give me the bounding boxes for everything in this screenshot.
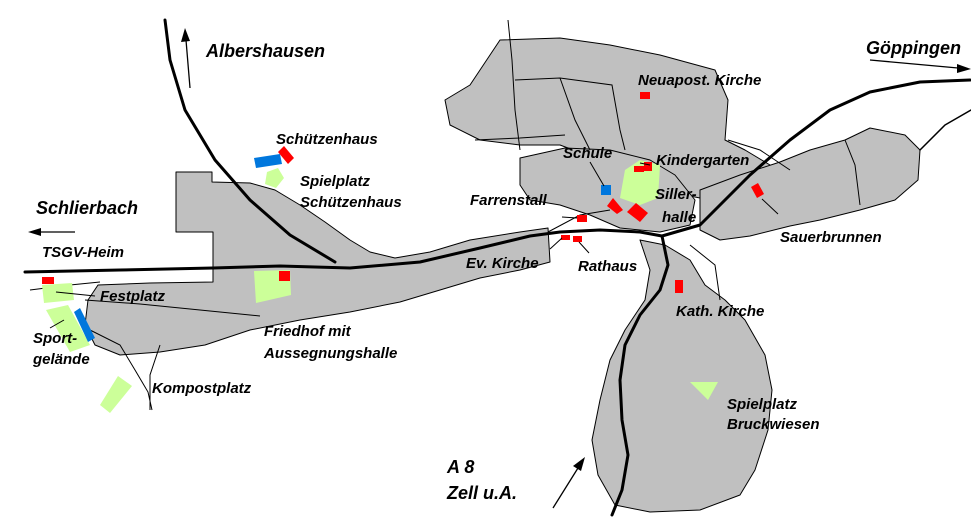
arrow-goeppingen [869,59,959,69]
sauerbrunnen-building [751,183,764,198]
sportgelaende-blue-marker [74,308,95,342]
label-kompostplatz: Kompostplatz [152,380,252,397]
main-roads [23,18,971,517]
buildings [42,92,764,293]
label-rathaus: Rathaus [578,258,637,275]
road-to-goeppingen [660,78,971,238]
label-ev-kirche: Ev. Kirche [466,255,539,272]
direction-labels: Albershausen Göppingen Schlierbach A 8 Z… [36,38,961,503]
special-markers [74,154,611,342]
label-spielplatz-schuetzenhaus-1: Spielplatz [300,173,371,190]
label-tsgv-heim: TSGV-Heim [42,244,124,261]
settlement-areas [84,37,921,513]
schule-blue-marker [601,185,611,195]
label-albershausen: Albershausen [205,41,325,61]
settlement-south [591,239,773,513]
label-spielplatz-bruckwiesen-2: Bruckwiesen [727,416,820,433]
label-friedhof-2: Aussegnungshalle [263,345,397,362]
label-kindergarten: Kindergarten [656,152,749,169]
ev-kirche-building [561,235,570,240]
label-festplatz: Festplatz [100,288,166,305]
place-labels: Schützenhaus Spielplatz Schützenhaus TSG… [32,72,882,433]
direction-arrows [28,28,971,509]
spielplatz-bruckwiesen-area [690,382,718,400]
label-schuetzenhaus: Schützenhaus [276,131,378,148]
label-a8: A 8 [446,457,474,477]
label-friedhof-1: Friedhof mit [264,323,352,340]
tsgv-building [42,277,54,284]
schuetzenhaus-blue-marker [254,154,282,168]
schuetzenhaus-building [278,146,294,164]
arrow-albershausen [185,39,191,89]
kath-kirche-building [675,280,683,293]
label-neuapost-kirche: Neuapost. Kirche [638,72,761,89]
label-kath-kirche: Kath. Kirche [676,303,764,320]
farrenstall-building [577,215,587,222]
sillerhalle-building [627,203,648,222]
sportgelaende-area [46,305,90,352]
label-goeppingen: Göppingen [866,38,961,58]
green-areas [42,160,718,413]
festplatz-area [42,283,74,303]
neuapost-kirche-building [640,92,650,99]
road-to-a8 [610,234,670,517]
label-schlierbach: Schlierbach [36,198,138,218]
label-spielplatz-schuetzenhaus-2: Schützenhaus [300,194,402,211]
spielplatz-schuetzenhaus-area [265,168,284,188]
label-sauerbrunnen: Sauerbrunnen [780,229,882,246]
label-spielplatz-bruckwiesen-1: Spielplatz [727,396,798,413]
road-to-albershausen [163,18,337,264]
friedhof-building [279,271,290,281]
settlement-east [699,127,921,241]
label-schule: Schule [563,145,612,162]
road-west-east [23,228,664,274]
rathaus-building [573,236,582,242]
label-sport-2: gelände [32,351,90,368]
kindergarten-building-1 [634,166,644,172]
arrow-a8 [552,467,579,509]
settlement-west [84,171,551,356]
label-sillerhalle-1: Siller- [655,186,697,203]
leader-lines [49,161,779,329]
kindergarten-building-2 [644,162,652,171]
label-zell: Zell u.A. [446,483,517,503]
label-farrenstall: Farrenstall [470,192,548,209]
sillerhalle-green-area [620,160,660,205]
label-sillerhalle-2: halle [662,209,696,226]
kompostplatz-area [100,376,132,413]
label-sport-1: Sport- [33,330,77,347]
schule-building [607,198,623,214]
